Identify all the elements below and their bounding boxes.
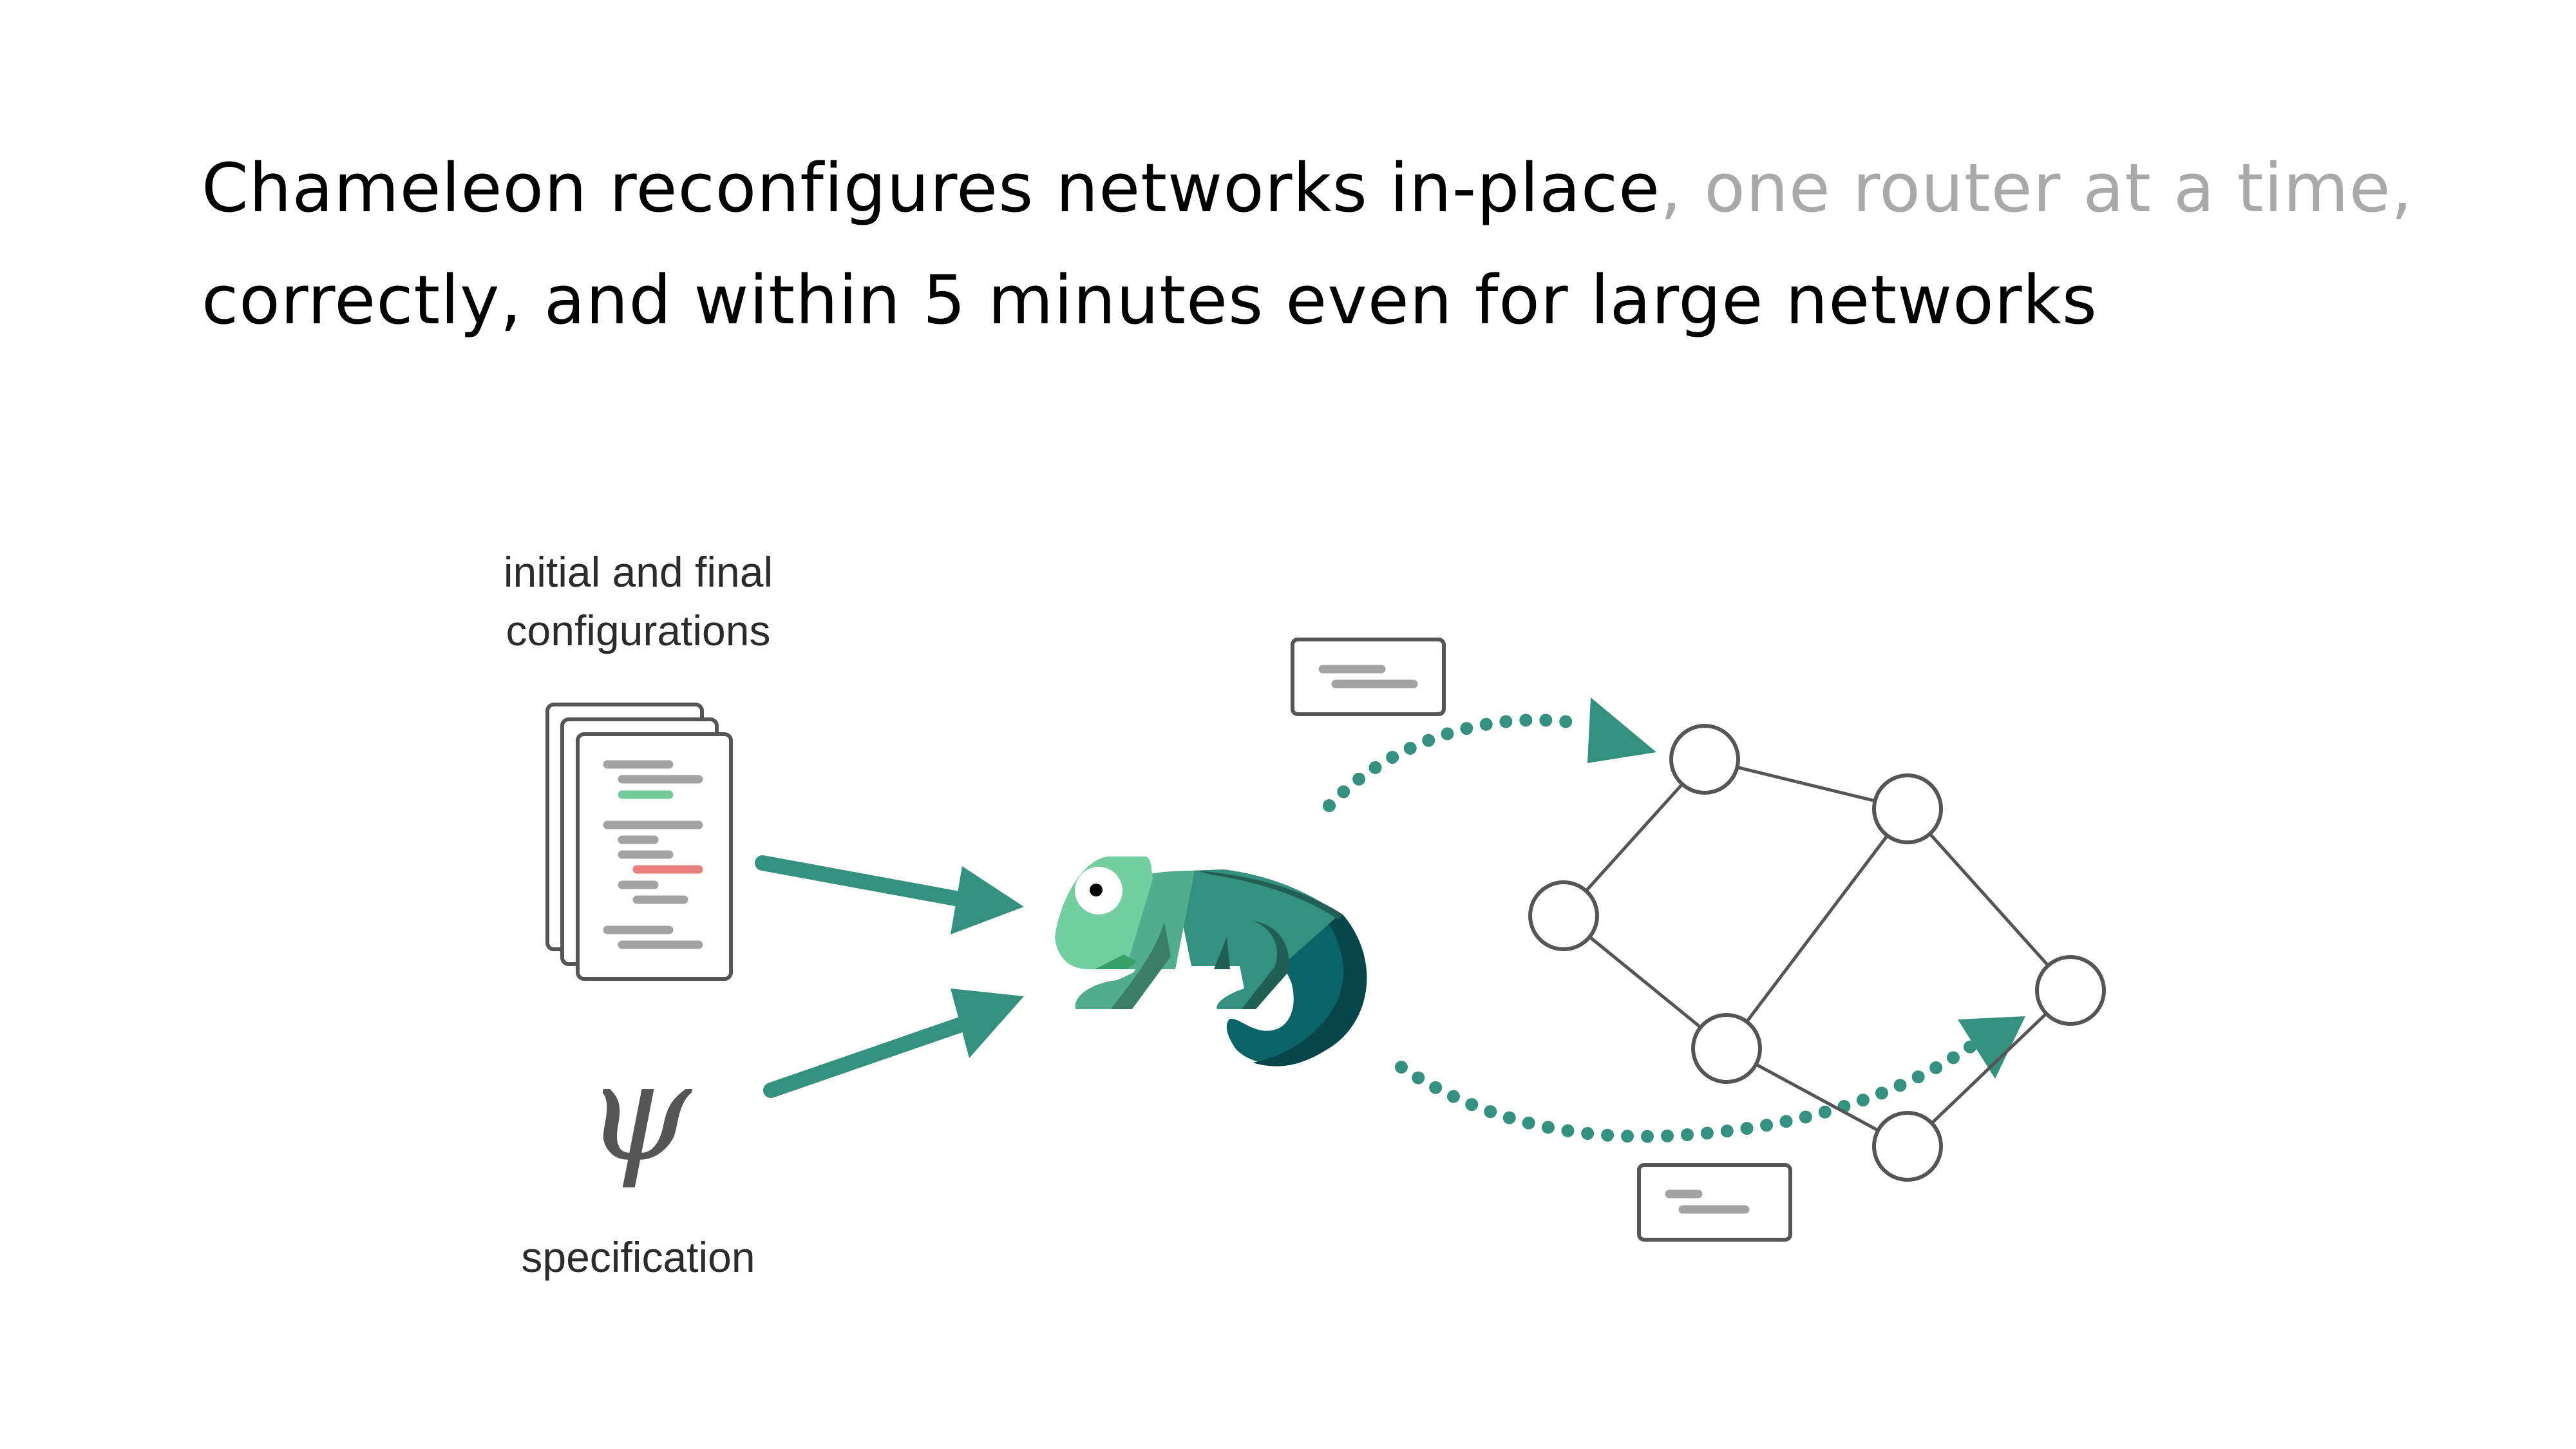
chameleon-mouth [1095,954,1137,969]
network-nodes [1528,724,2106,1182]
configurations-label-line2: configurations [506,607,771,654]
dotted-arrow-bottom [1395,1016,2025,1143]
chameleon-logo [1055,857,1367,1066]
arrow-config-to-chameleon [755,855,1024,934]
router-node [1872,773,1943,844]
dotted-path [1395,1040,1977,1143]
router-node [1691,1013,1762,1084]
specification-label: specification [521,1233,755,1281]
config-card-icon [1291,638,1446,716]
dotted-arrow-top [1323,697,1656,812]
psi-symbol-icon: ψ [585,1034,693,1191]
config-card-icon [1637,1163,1792,1242]
chameleon-rear-leg-inner [1214,937,1230,969]
chameleon-pupil [1090,884,1103,896]
headline-line2: correctly, and within 5 minutes even for… [202,261,2098,339]
configurations-label-line1: initial and final [504,548,773,596]
router-node [1528,880,1599,951]
network-link [1725,808,1909,1050]
network-link [1906,989,2072,1148]
router-node [1872,1111,1943,1182]
arrowhead [1958,1016,2025,1079]
arrow-spec-to-chameleon [763,989,1024,1098]
arrowhead [1587,697,1656,763]
network-edges [1562,757,2072,1148]
headline: Chameleon reconfigures networks in-place… [202,132,2413,356]
document-lines [603,760,703,949]
router-node [2035,955,2106,1026]
network-link [1906,808,2072,992]
chameleon-tail-shadow [1253,914,1367,1066]
headline-emphasis: Chameleon reconfigures networks in-place [202,149,1661,227]
chameleon-rear-leg-shadow [1242,921,1289,1009]
dotted-path [1323,714,1584,812]
headline-muted: , one router at a time, [1660,149,2413,227]
router-node [1669,724,1740,795]
chameleon-front-leg-shadow [1111,922,1171,1009]
